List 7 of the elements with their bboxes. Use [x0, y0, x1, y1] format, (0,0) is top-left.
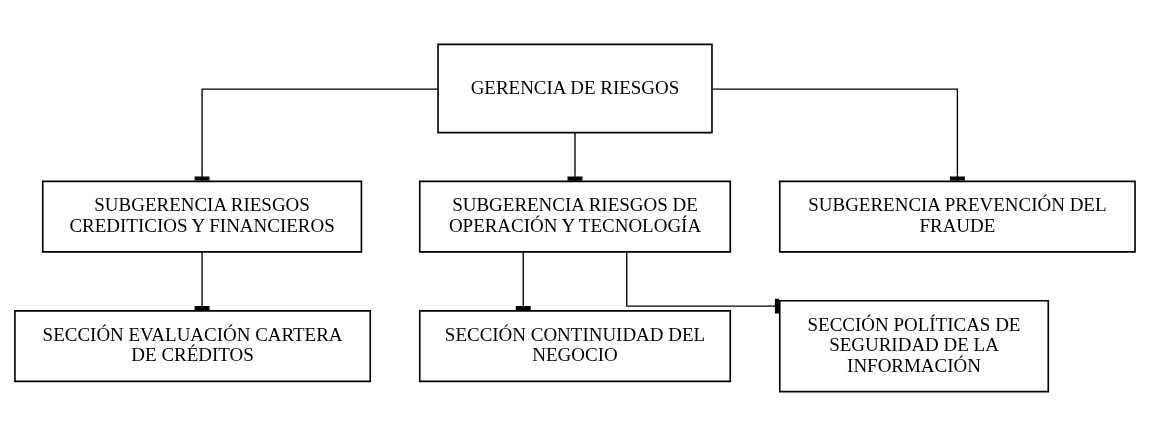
node-box: SECCIÓN EVALUACIÓN CARTERA DE CRÉDITOS — [14, 310, 372, 383]
node-box: SUBGERENCIA RIESGOS CREDITICIOS Y FINANCIEROS — [41, 180, 363, 253]
node-box: GERENCIA DE RIESGOS — [437, 43, 713, 134]
node-box: SECCIÓN CONTINUIDAD DEL NEGOCIO — [418, 310, 732, 383]
node-box: SUBGERENCIA RIESGOS DE OPERACIÓN Y TECNOLOGÍA — [418, 180, 732, 253]
node-box: SECCIÓN POLÍTICAS DE SEGURIDAD DE LA INFORMACIÓN — [778, 299, 1050, 393]
node-box: SUBGERENCIA PREVENCIÓN DEL FRAUDE — [778, 180, 1136, 253]
